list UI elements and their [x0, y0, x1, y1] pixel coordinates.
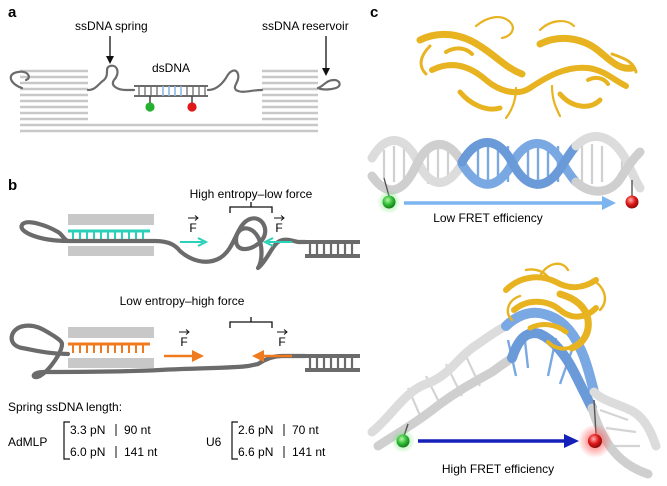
ssdna-reservoir-label: ssDNA reservoir — [262, 19, 349, 33]
red-dye-a — [187, 102, 197, 112]
force-vector-3 — [179, 329, 190, 335]
helix-blue-1 — [457, 139, 581, 189]
left-end-loop — [9, 70, 30, 90]
admlp-row2-force: 6.0 pN — [70, 445, 105, 459]
admlp-label: AdMLP — [8, 435, 47, 449]
left-spring-strand — [86, 64, 136, 92]
panel-c-label: c — [370, 4, 378, 21]
u6-row1-force: 2.6 pN — [238, 423, 273, 437]
helix-backbone-2 — [367, 139, 467, 195]
origami-left-block — [20, 69, 88, 133]
dna-helix-top — [367, 132, 645, 214]
spring-length-title: Spring ssDNA length: — [8, 400, 122, 414]
force-vector-2 — [274, 215, 285, 221]
right-spring-strand — [206, 69, 264, 93]
u6-row1-length: 70 nt — [292, 423, 319, 437]
low-entropy-ssdna-strand — [9, 323, 308, 380]
force-symbol-1: F — [189, 221, 196, 235]
origami-block-bottom-2 — [68, 358, 154, 368]
ssdna-strands-a — [9, 64, 341, 93]
force-symbol-4: F — [278, 335, 285, 349]
green-dye-top — [382, 195, 396, 209]
dsdna-duplex-a — [134, 85, 208, 112]
force-vector-4 — [277, 329, 288, 335]
spring-bracket-top — [229, 202, 273, 213]
high-entropy-construct: F F — [19, 214, 360, 271]
origami-block-bottom-1 — [68, 327, 154, 338]
origami-block-top-1 — [68, 214, 154, 225]
orange-staples — [68, 342, 150, 353]
green-dye-a — [145, 102, 155, 112]
dna-helix-bottom — [367, 307, 661, 479]
u6-label: U6 — [206, 435, 222, 449]
force-symbol-2: F — [275, 221, 282, 235]
dna-origami-structure — [20, 69, 318, 133]
force-symbol-3: F — [180, 335, 187, 349]
bent-helix-backbone-1 — [367, 321, 511, 437]
u6-group: U6 2.6 pN 70 nt 6.6 pN 141 nt — [206, 421, 326, 460]
bent-helix-blue-1 — [501, 307, 599, 397]
green-dye-bottom — [396, 434, 410, 448]
spring-bracket-bottom — [229, 317, 273, 328]
cyan-staples — [68, 229, 150, 240]
admlp-row1-length: 90 nt — [124, 423, 151, 437]
ssdna-spring-label: ssDNA spring — [75, 19, 148, 33]
cyan-force-arrow-left — [180, 237, 209, 247]
low-entropy-label: Low entropy–high force — [120, 294, 245, 308]
panel-a-label: a — [8, 4, 17, 21]
admlp-row2-length: 141 nt — [124, 445, 158, 459]
protein-structure-top — [416, 16, 638, 120]
dsdna-duplex-b2 — [305, 354, 360, 372]
origami-bottom-bar — [88, 123, 262, 133]
admlp-group: AdMLP 3.3 pN 90 nt 6.0 pN 141 nt — [8, 421, 158, 460]
force-vector-1 — [188, 215, 199, 221]
origami-block-top-2 — [68, 246, 154, 256]
high-entropy-ssdna-strand — [19, 216, 308, 271]
panel-b-label: b — [8, 177, 17, 194]
bent-helix-backbone-3 — [589, 387, 661, 451]
red-dye-bottom — [588, 434, 602, 448]
red-dye-top — [625, 195, 639, 209]
low-fret-label: Low FRET efficiency — [433, 211, 543, 225]
cyan-force-arrow-right — [262, 237, 292, 247]
protein-structure-bottom — [503, 262, 607, 352]
helix-blue-2 — [457, 138, 581, 189]
low-entropy-construct: F F — [9, 323, 360, 380]
admlp-bracket — [63, 421, 70, 460]
high-fret-label: High FRET efficiency — [442, 462, 554, 476]
u6-row2-length: 141 nt — [292, 445, 326, 459]
helix-backbone-3 — [571, 132, 645, 193]
u6-row2-force: 6.6 pN — [238, 445, 273, 459]
reservoir-strand — [316, 78, 341, 91]
dsdna-duplex-b1 — [305, 240, 360, 258]
admlp-row1-force: 3.3 pN — [70, 423, 105, 437]
high-entropy-label: High entropy–low force — [190, 187, 313, 201]
dsdna-label: dsDNA — [152, 61, 190, 75]
u6-bracket — [231, 421, 238, 460]
origami-right-block — [262, 69, 318, 133]
helix-backbone-4 — [571, 147, 645, 196]
